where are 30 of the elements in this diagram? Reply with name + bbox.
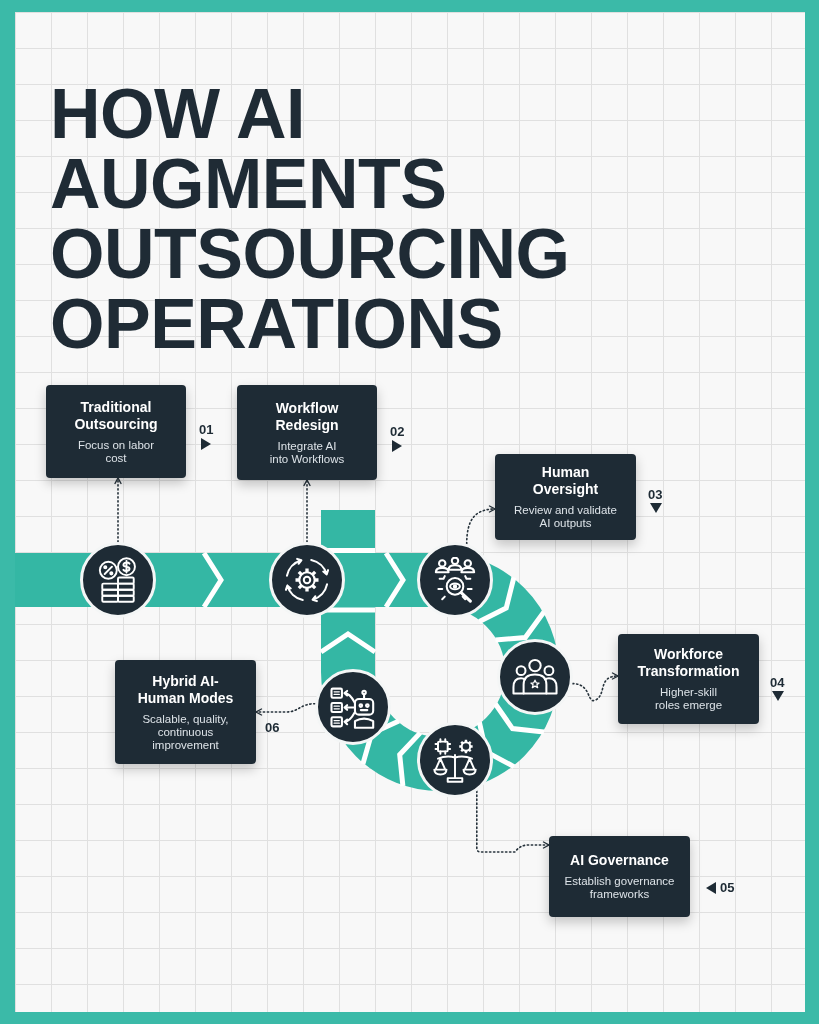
step-card [495, 454, 636, 540]
leader-arrow [571, 672, 619, 702]
step-title: Workflow Redesign [274, 399, 340, 434]
step-number: 05 [720, 881, 735, 894]
step-description: Focus on labor cost [76, 438, 156, 465]
step-title: AI Governance [570, 852, 669, 869]
leader-arrow [114, 477, 122, 543]
step-card [46, 385, 186, 478]
leader-arrow [303, 479, 311, 543]
title: HOW AI AUGMENTS OUTSOURCING OPERATIONS [50, 79, 571, 359]
step-description: Higher-skill roles emerge [653, 686, 724, 712]
step-number: 04 [770, 676, 785, 689]
leader-arrow [476, 790, 550, 853]
leader-arrow [255, 702, 316, 716]
step-card [618, 634, 759, 724]
step-card [237, 385, 377, 480]
step-description: Review and validate AI outputs [513, 504, 618, 530]
step-number: 06 [265, 721, 280, 734]
step-number: 03 [648, 488, 663, 501]
step-card [115, 660, 256, 764]
step-title: Human Oversight [531, 464, 600, 498]
step-card [549, 836, 690, 917]
step-description: Integrate AI into Workflows [268, 439, 346, 466]
step-description: Establish governance frameworks [563, 875, 676, 901]
step-number: 01 [199, 423, 214, 436]
step-title: Traditional Outsourcing [73, 398, 159, 433]
step-title: Hybrid AI-Human Modes [136, 672, 235, 707]
step-description: Scalable, quality, continuous improvement [141, 712, 230, 752]
step-title: Workforce Transformation [636, 646, 741, 680]
step-number: 02 [390, 425, 405, 438]
